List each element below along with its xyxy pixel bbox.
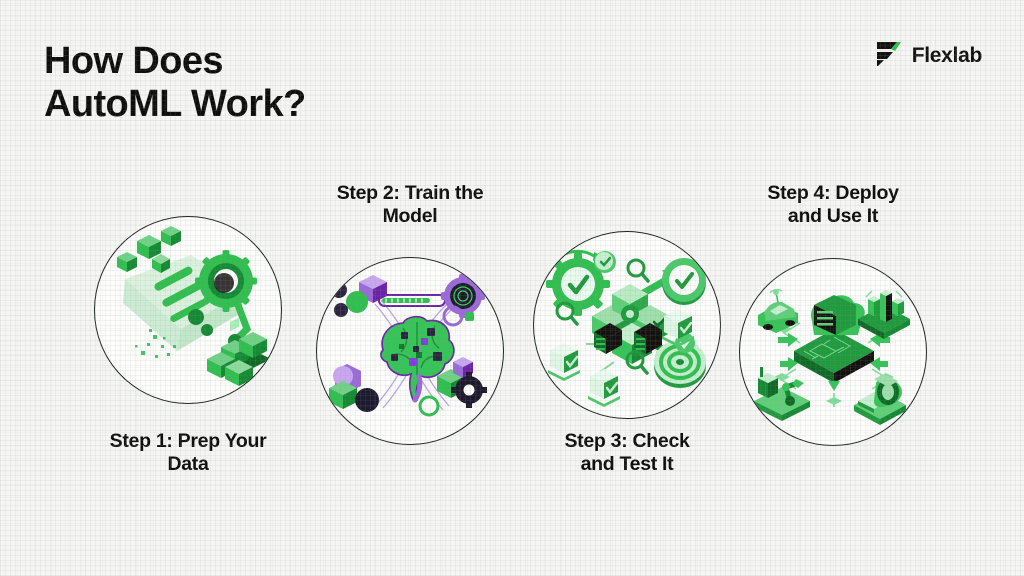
brain-icon [380,315,455,403]
step-2-caption: Step 2: Train the Model [336,182,484,228]
magnifier-icon [625,350,649,375]
brand-name: Flexlab [911,43,983,67]
autonomous-car [758,288,798,333]
bar-chart [858,290,910,339]
step-4-illustration-circle [739,258,927,446]
step-4-caption: Step 4: Deploy and Use It [767,182,899,228]
magnifier-icon [626,258,650,283]
model-training-brain-illustration [329,274,487,417]
magnifier-icon [555,301,579,326]
page-title: How Does AutoML Work? [44,40,306,125]
step-1-illustration-circle [94,216,282,404]
check-box [662,309,694,347]
data-prep-conveyor-illustration [117,226,271,386]
check-box [548,343,580,381]
testing-validation-illustration [546,249,706,407]
step-2-illustration-circle [316,257,504,445]
brand-logo: Flexlab [875,40,982,71]
node-cluster-bottom-left [329,364,379,412]
step-1-caption: Step 1: Prep Your Data [109,430,267,476]
node-cluster-bottom-right [418,357,487,417]
deployment-usecases-illustration [754,288,910,425]
progress-bar [378,294,446,307]
mri-scanner [854,374,906,425]
node-cluster-top-left [331,274,387,317]
check-box [588,369,620,407]
check-coin [594,251,616,273]
server-cloud-hub [778,295,890,391]
step-3-caption: Step 3: Check and Test It [564,430,690,476]
flexlab-logo-icon [875,40,903,71]
check-badge [662,258,706,305]
factory-robot-arm [754,367,810,421]
node-cluster-top-right [441,274,485,327]
step-3-illustration-circle [533,231,721,419]
gear-with-check [546,249,610,316]
cube-cluster [592,284,670,364]
